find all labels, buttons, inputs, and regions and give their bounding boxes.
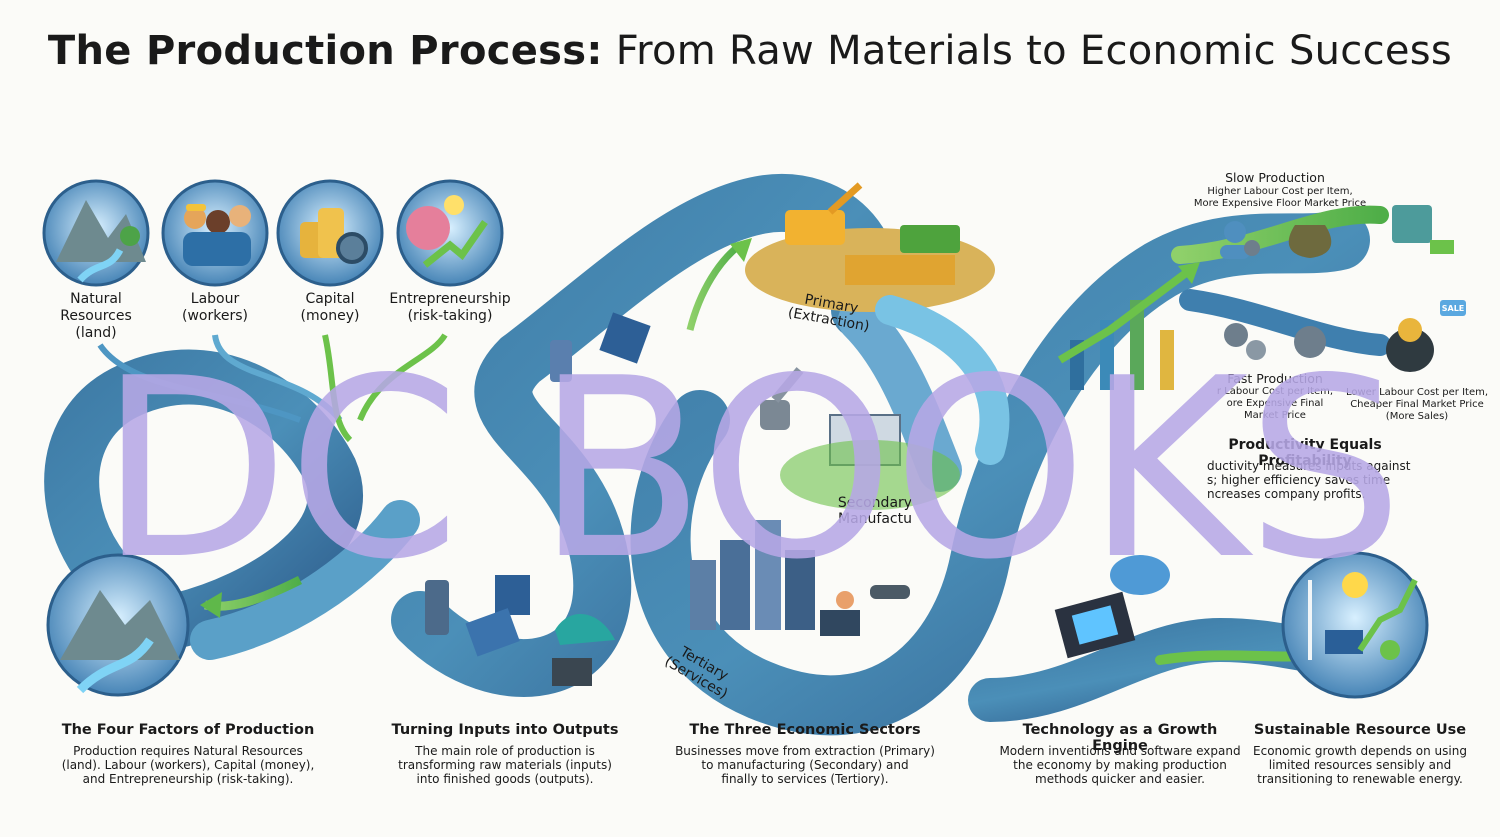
- factor-natural-resources-icon: [42, 179, 150, 287]
- arrow-green: [200, 592, 222, 618]
- outputs-artwork: [425, 312, 651, 686]
- tertiary-sector-artwork: [690, 520, 910, 636]
- technology-artwork: [1054, 555, 1170, 659]
- caption-heading-5: Sustainable Resource Use: [1253, 722, 1467, 738]
- secondary-sector-artwork: [760, 367, 960, 510]
- slow-production-text: Higher Labour Cost per Item,More Expensi…: [1193, 186, 1367, 209]
- factor-entrepreneurship-icon: [396, 179, 504, 287]
- road-loop-left: [44, 349, 363, 648]
- factor-capital-icon: [276, 179, 384, 287]
- factor-label-entrepreneurship: Entrepreneurship(risk-taking): [389, 291, 511, 324]
- factor-label-capital: Capital(money): [300, 291, 360, 324]
- lower-cost-text: Lower Labour Cost per Item,Cheaper Final…: [1345, 387, 1489, 422]
- primary-sector-artwork: [745, 182, 995, 312]
- road-main: [391, 174, 898, 697]
- factor-labour-icon: [161, 179, 269, 287]
- caption-heading-4: Technology as a Growth Engine: [1022, 722, 1218, 754]
- productivity-heading: Productivity Equals Profitability: [1228, 437, 1382, 469]
- sustainability-circle-icon: [1281, 551, 1429, 699]
- growth-chart-artwork: [1057, 262, 1200, 390]
- caption-text-3: Businesses move from extraction (Primary…: [675, 744, 935, 786]
- sale-tag: SALE: [1441, 304, 1465, 313]
- slow-production-icons: [1220, 205, 1454, 259]
- fast-production-heading: Fast Production: [1227, 371, 1323, 386]
- landscape-circle-icon: [46, 553, 190, 697]
- page-title: The Production Process: From Raw Materia…: [47, 28, 1453, 74]
- caption-text-1: Production requires Natural Resources(la…: [61, 744, 315, 786]
- slow-production-heading: Slow Production: [1225, 170, 1325, 185]
- fast-production-icons: [1224, 300, 1466, 372]
- fast-production-text: r Labour Cost per Item,ore Expensive Fin…: [1216, 386, 1334, 421]
- caption-heading-2: Turning Inputs into Outputs: [391, 722, 619, 738]
- factor-label-labour: Labour(workers): [182, 291, 248, 324]
- caption-heading-3: The Three Economic Sectors: [689, 722, 921, 738]
- caption-heading-1: The Four Factors of Production: [61, 722, 315, 738]
